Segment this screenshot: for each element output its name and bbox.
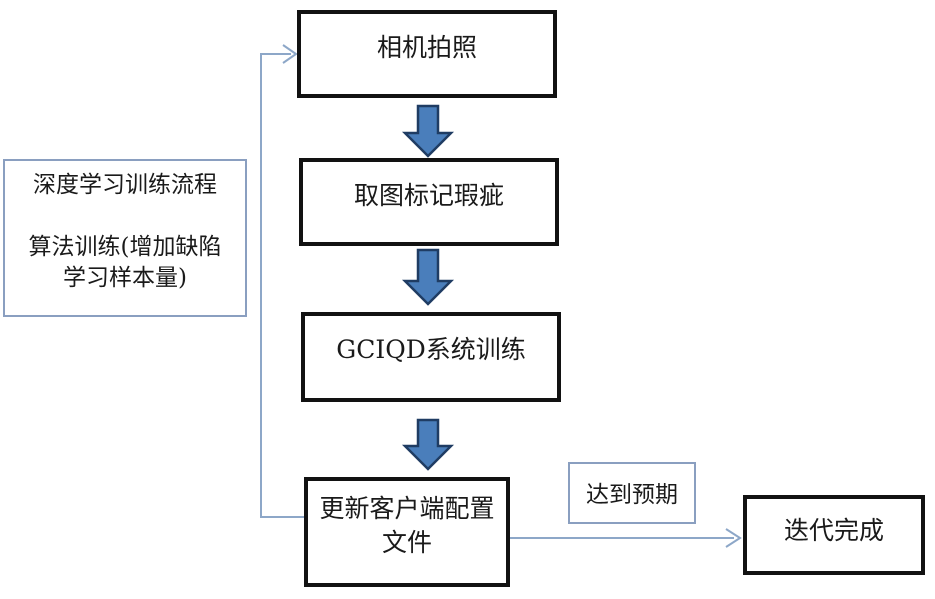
right-arrowhead-icon <box>725 528 742 548</box>
feedback-connector-line <box>260 53 304 518</box>
edge-label-expected: 达到预期 <box>568 462 696 524</box>
node-system-training-label: GCIQD系统训练 <box>336 335 526 364</box>
node-camera-capture: 相机拍照 <box>297 10 557 98</box>
side-note-line2: 算法训练(增加缺陷 <box>28 234 222 260</box>
node-mark-defects-label: 取图标记瑕疵 <box>353 181 504 210</box>
edge-label-expected-text: 达到预期 <box>586 482 678 508</box>
node-system-training: GCIQD系统训练 <box>301 312 561 402</box>
node-update-client-config-label-line2: 文件 <box>381 528 432 557</box>
down-block-arrow-icon <box>401 104 455 158</box>
feedback-arrowhead-icon <box>282 44 298 64</box>
node-side-note: 深度学习训练流程 算法训练(增加缺陷 学习样本量) <box>3 159 247 317</box>
down-block-arrow-icon <box>401 418 455 471</box>
down-block-arrow-icon <box>401 248 455 306</box>
node-update-client-config: 更新客户端配置 文件 <box>304 477 510 587</box>
node-camera-capture-label: 相机拍照 <box>376 33 477 62</box>
side-note-blank-line <box>5 201 245 232</box>
side-note-line3: 学习样本量) <box>63 265 187 291</box>
node-mark-defects: 取图标记瑕疵 <box>299 158 559 246</box>
node-iteration-done: 迭代完成 <box>743 495 925 575</box>
node-iteration-done-label: 迭代完成 <box>783 516 884 545</box>
node-update-client-config-label-line1: 更新客户端配置 <box>319 494 495 523</box>
side-note-line1: 深度学习训练流程 <box>33 172 217 198</box>
